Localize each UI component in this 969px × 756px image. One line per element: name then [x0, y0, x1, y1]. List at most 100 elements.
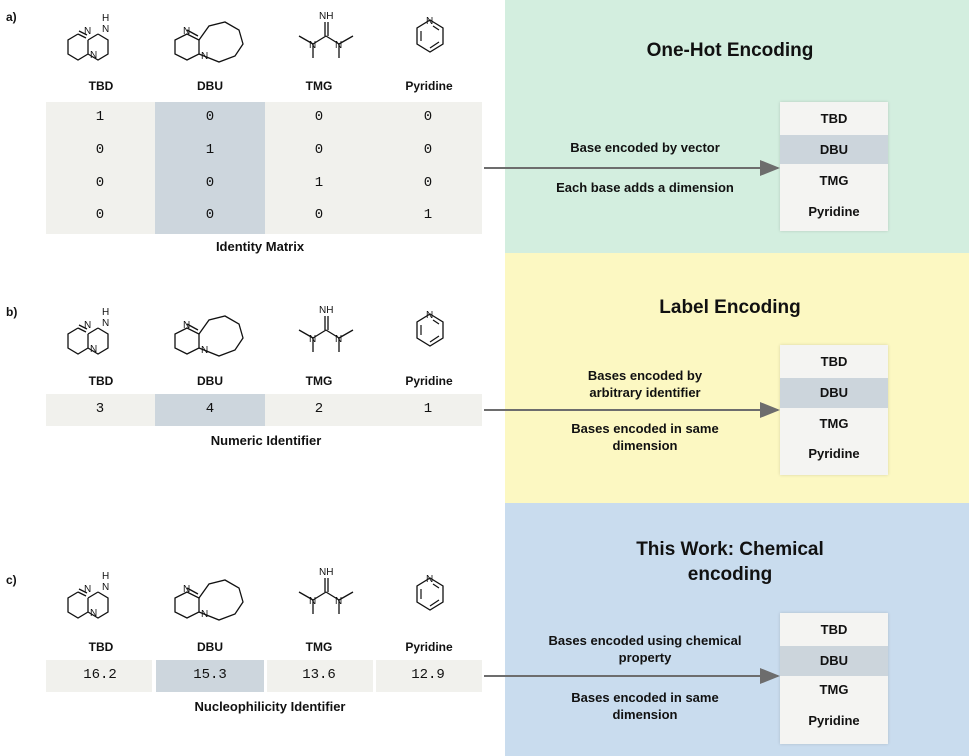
nucleophilicity-cell: 13.6 [302, 667, 336, 683]
dbu-structure-icon: N N [174, 21, 244, 63]
dbu-cell-highlight [156, 660, 264, 692]
chemical-desc-dimension: Bases encoded in same dimension [571, 690, 719, 722]
base-label-tmg: TMG [305, 640, 333, 654]
svg-text:N: N [183, 26, 190, 37]
svg-text:N: N [84, 584, 91, 595]
matrix-cell: 1 [205, 142, 215, 158]
numeric-cell: 4 [205, 401, 215, 417]
svg-text:N: N [309, 334, 316, 345]
base-label-tmg: TMG [305, 374, 333, 388]
dbu-structure-icon: N N [174, 579, 244, 621]
base-label-tbd: TBD [88, 640, 114, 654]
numeric-cell: 3 [95, 401, 105, 417]
base-label-tmg: TMG [305, 79, 333, 93]
label-encoding-title: Label Encoding [659, 297, 801, 318]
base-label-pyridine: Pyridine [405, 640, 453, 654]
matrix-cell: 0 [314, 109, 324, 125]
matrix-cell: 0 [95, 207, 105, 223]
svg-text:N: N [335, 334, 342, 345]
matrix-cell: 1 [314, 175, 324, 191]
matrix-cell: 0 [423, 175, 433, 191]
identity-matrix-caption: Identity Matrix [215, 239, 305, 254]
pyridine-structure-icon: N [416, 310, 444, 347]
box-item-tmg: TMG [819, 173, 849, 188]
numeric-cell: 2 [314, 401, 324, 417]
svg-text:N: N [426, 310, 433, 321]
dbu-structure-icon: N N [174, 315, 244, 357]
svg-text:NH: NH [319, 305, 333, 316]
base-label-pyridine: Pyridine [405, 79, 453, 93]
svg-text:N: N [335, 596, 342, 607]
svg-text:N: N [309, 40, 316, 51]
matrix-cell: 0 [95, 142, 105, 158]
tmg-structure-icon: NH N N [298, 11, 354, 58]
svg-text:N: N [90, 608, 97, 619]
matrix-cell: 0 [314, 142, 324, 158]
label-output-box: TBD DBU TMG Pyridine [780, 345, 888, 475]
panel-c-letter: c) [6, 573, 17, 587]
nucleophilicity-row-cell-pyridine [376, 660, 482, 692]
nucleophilicity-row-cell-tmg [267, 660, 373, 692]
matrix-cell: 0 [423, 109, 433, 125]
one-hot-desc-vector: Base encoded by vector [570, 140, 720, 155]
svg-text:N: N [201, 345, 208, 356]
tmg-structure-icon: NH N N [298, 567, 354, 614]
panel-a-background [505, 0, 969, 253]
svg-text:N: N [335, 40, 342, 51]
panel-c-background [505, 503, 969, 756]
box-item-pyridine: Pyridine [808, 446, 860, 461]
pyridine-structure-icon: N [416, 574, 444, 611]
chemical-output-box: TBD DBU TMG Pyridine [780, 613, 888, 744]
nucleophilicity-cell: 16.2 [83, 667, 117, 683]
svg-text:N: N [102, 24, 109, 35]
nucleophilicity-caption: Nucleophilicity Identifier [194, 699, 346, 714]
matrix-cell: 0 [423, 142, 433, 158]
matrix-cell: 1 [423, 207, 433, 223]
svg-text:N: N [102, 582, 109, 593]
box-item-tbd: TBD [820, 111, 848, 126]
box-item-dbu: DBU [780, 378, 888, 408]
one-hot-desc-dimension: Each base adds a dimension [556, 180, 734, 195]
matrix-cell: 0 [95, 175, 105, 191]
matrix-cell: 0 [205, 109, 215, 125]
tmg-structure-icon: NH N N [298, 305, 354, 352]
svg-text:H: H [102, 571, 109, 582]
one-hot-output-box: TBD DBU TMG Pyridine [780, 102, 888, 231]
panel-b-background [505, 253, 969, 503]
box-item-pyridine: Pyridine [808, 204, 860, 219]
box-item-dbu: DBU [780, 646, 888, 676]
base-label-dbu: DBU [197, 640, 223, 654]
dbu-cell-highlight [155, 394, 265, 426]
chemical-desc-property: Bases encoded using chemical property [548, 633, 742, 665]
svg-text:NH: NH [319, 11, 333, 22]
svg-text:N: N [90, 50, 97, 61]
numeric-identifier-caption: Numeric Identifier [210, 433, 322, 448]
box-item-tmg: TMG [819, 416, 849, 431]
tbd-structure-icon: N N H N [67, 307, 109, 355]
panel-b-letter: b) [6, 305, 18, 319]
nucleophilicity-cell: 15.3 [193, 667, 227, 683]
matrix-cell: 0 [205, 207, 215, 223]
svg-text:N: N [183, 320, 190, 331]
tbd-structure-icon: N N H N [67, 13, 109, 61]
numeric-cell: 1 [423, 401, 433, 417]
label-desc-arbitrary: Bases encoded by arbitrary identifier [587, 368, 703, 400]
box-item-tbd: TBD [820, 354, 848, 369]
chemical-encoding-title: This Work: Chemical encoding [636, 539, 824, 585]
svg-text:N: N [201, 609, 208, 620]
base-label-dbu: DBU [197, 79, 223, 93]
svg-text:H: H [102, 307, 109, 318]
nucleophilicity-cell: 12.9 [411, 667, 445, 683]
nucleophilicity-row-cell-tbd [46, 660, 152, 692]
base-label-tbd: TBD [88, 79, 114, 93]
svg-text:N: N [84, 26, 91, 37]
box-item-tbd: TBD [820, 622, 848, 637]
label-desc-dimension: Bases encoded in same dimension [571, 421, 719, 453]
svg-text:N: N [183, 584, 190, 595]
matrix-cell: 0 [314, 207, 324, 223]
dbu-column-highlight [155, 102, 265, 234]
matrix-cell: 0 [205, 175, 215, 191]
svg-text:N: N [426, 574, 433, 585]
tbd-structure-icon: N N H N [67, 571, 109, 619]
